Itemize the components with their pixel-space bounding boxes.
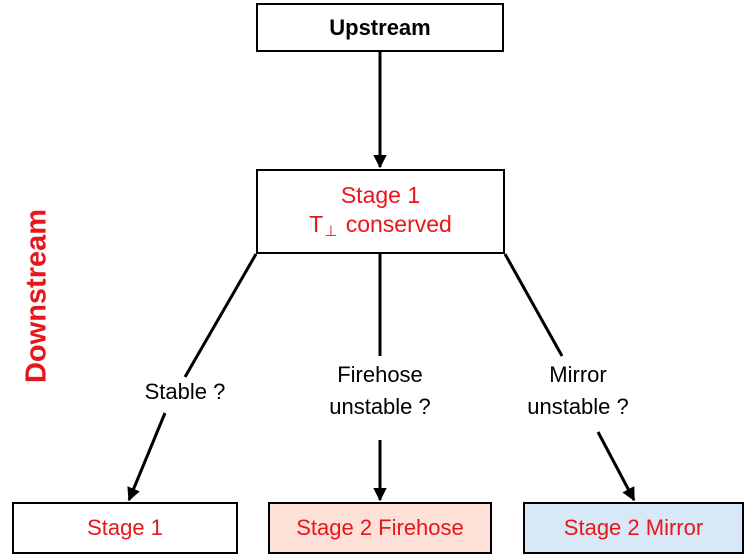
conserved-text: conserved: [345, 211, 452, 237]
outcome-stage2-firehose-label: Stage 2 Firehose: [296, 515, 464, 541]
downstream-label: Downstream: [20, 208, 53, 384]
arrow-mirror-to-stage2: [596, 431, 636, 502]
branch-label-mirror-line1: Mirror: [549, 362, 607, 387]
stage1-subtitle: T⊥ conserved: [309, 210, 452, 242]
stage1-box: Stage 1 T⊥ conserved: [256, 169, 505, 254]
branch-label-firehose-line2: unstable ?: [329, 393, 431, 419]
branch-label-stable: Stable ?: [120, 376, 250, 408]
branch-label-mirror: Mirror unstable ?: [503, 359, 653, 423]
arrow-stable-to-stage1: [127, 412, 167, 502]
outcome-stage1-box: Stage 1: [12, 502, 238, 554]
perp-symbol: ⊥: [324, 223, 338, 240]
branch-line-stable-upper: [183, 253, 258, 378]
outcome-stage2-firehose-box: Stage 2 Firehose: [268, 502, 492, 554]
upstream-box: Upstream: [256, 3, 504, 52]
outcome-stage1-label: Stage 1: [87, 515, 163, 541]
branch-label-mirror-line2: unstable ?: [527, 393, 629, 419]
stage1-title: Stage 1: [340, 182, 421, 209]
branch-label-stable-line1: Stable ?: [144, 379, 226, 404]
t-symbol: T: [309, 211, 324, 237]
outcome-stage2-mirror-label: Stage 2 Mirror: [563, 515, 704, 541]
upstream-label: Upstream: [329, 14, 431, 40]
branch-line-mirror-upper: [503, 253, 564, 357]
branch-label-firehose: Firehose unstable ?: [310, 359, 450, 423]
branch-label-firehose-line1: Firehose: [337, 362, 423, 387]
outcome-stage2-mirror-box: Stage 2 Mirror: [523, 502, 744, 554]
